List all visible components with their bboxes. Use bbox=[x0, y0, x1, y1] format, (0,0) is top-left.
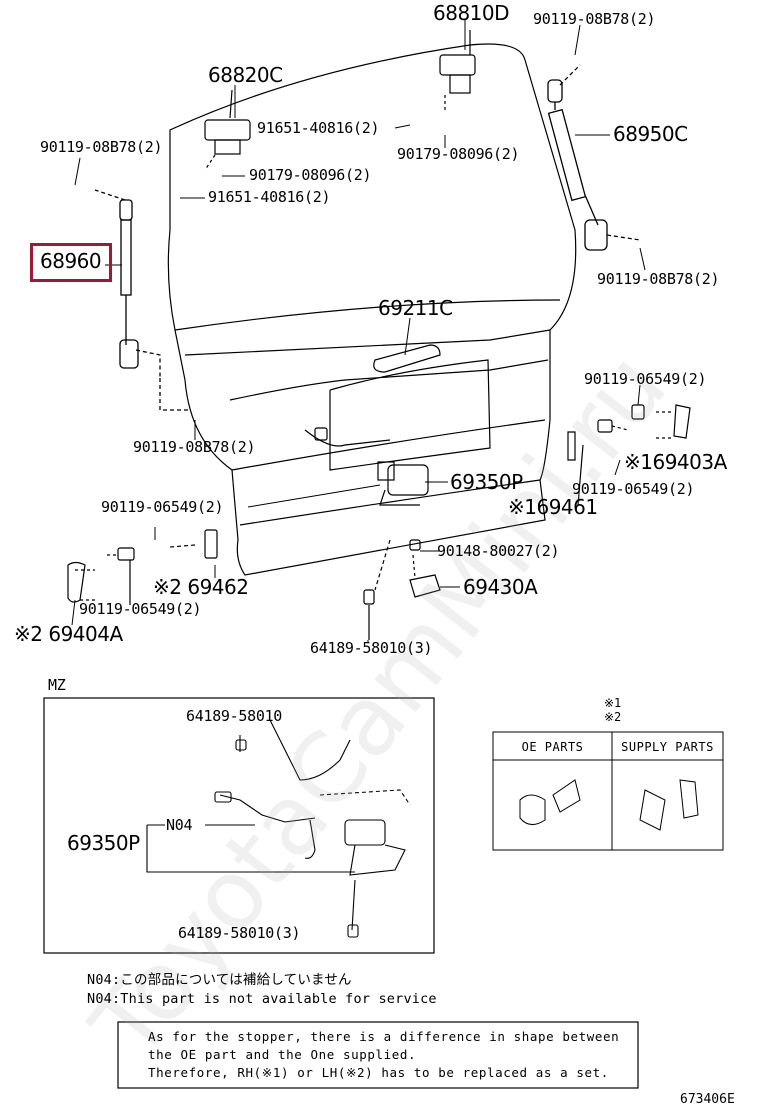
plate-recess bbox=[329, 359, 491, 471]
label-69350P[interactable]: 69350P bbox=[450, 470, 523, 494]
label-90119-06549-left[interactable]: 90119-06549(2) bbox=[101, 498, 224, 516]
leader-lines bbox=[71, 20, 646, 642]
label-91651-40816-b[interactable]: 91651-40816(2) bbox=[208, 188, 331, 206]
label-69462[interactable]: ※2 69462 bbox=[153, 575, 249, 599]
hinge-left bbox=[204, 89, 251, 171]
table-mark-1: ※1 bbox=[604, 696, 622, 710]
note-box-line-1: As for the stopper, there is a differenc… bbox=[148, 1029, 620, 1044]
label-91651-40816-a[interactable]: 91651-40816(2) bbox=[257, 119, 380, 137]
door-panel-line-1 bbox=[184, 329, 551, 356]
label-90119-06549-left-2[interactable]: 90119-06549(2) bbox=[79, 600, 202, 618]
label-90119-08B78-top-left[interactable]: 90119-08B78(2) bbox=[40, 138, 163, 156]
inset-art bbox=[146, 719, 411, 938]
parts-table bbox=[492, 731, 724, 851]
note-n04-japanese: N04:この部品については補給していません bbox=[87, 972, 352, 988]
inset-frame bbox=[43, 697, 435, 954]
door-panel-line-2 bbox=[229, 359, 549, 401]
inset-label-64189-58010-3[interactable]: 64189-58010(3) bbox=[178, 924, 301, 942]
note-n04-english: N04:This part is not available for servi… bbox=[87, 991, 437, 1007]
table-mark-2: ※2 bbox=[604, 710, 622, 724]
label-69461[interactable]: ※169461 bbox=[508, 495, 598, 519]
hinge-right bbox=[439, 30, 476, 110]
back-door-outline bbox=[167, 43, 577, 576]
label-90119-08B78-right[interactable]: 90119-08B78(2) bbox=[597, 270, 720, 288]
label-68820C[interactable]: 68820C bbox=[208, 63, 283, 87]
label-90119-08B78-top-right[interactable]: 90119-08B78(2) bbox=[533, 10, 656, 28]
inset-label-69350P[interactable]: 69350P bbox=[67, 831, 140, 855]
label-69430A[interactable]: 69430A bbox=[463, 575, 538, 599]
inset-label-64189-58010[interactable]: 64189-58010 bbox=[186, 707, 283, 725]
label-90119-06549-right[interactable]: 90119-06549(2) bbox=[584, 370, 707, 388]
door-panel-line-4 bbox=[239, 479, 541, 526]
selected-part-highlight bbox=[30, 243, 112, 282]
lower-components bbox=[67, 404, 691, 640]
back-door-lock bbox=[377, 461, 429, 506]
label-64189-58010[interactable]: 64189-58010(3) bbox=[310, 639, 433, 657]
back-door-handle bbox=[304, 344, 441, 447]
inset-label-n04: N04 bbox=[166, 816, 193, 834]
note-box-line-2: the OE part and the One supplied. bbox=[148, 1047, 417, 1062]
note-box bbox=[117, 1021, 639, 1089]
label-90179-08096-a[interactable]: 90179-08096(2) bbox=[249, 166, 372, 184]
diagram-id: 673406E bbox=[680, 1092, 735, 1107]
left-stay bbox=[94, 189, 190, 411]
table-header-oe-parts: OE PARTS bbox=[521, 740, 584, 754]
label-90119-08B78-left[interactable]: 90119-08B78(2) bbox=[133, 438, 256, 456]
note-box-line-3: Therefore, RH(※1) or LH(※2) has to be re… bbox=[148, 1065, 609, 1080]
label-68810D[interactable]: 68810D bbox=[433, 1, 510, 25]
label-90179-08096-b[interactable]: 90179-08096(2) bbox=[397, 145, 520, 163]
table-header-supply-parts: SUPPLY PARTS bbox=[621, 740, 714, 754]
door-panel-line-3 bbox=[231, 419, 546, 471]
label-90148-80027[interactable]: 90148-80027(2) bbox=[437, 542, 560, 560]
right-stay bbox=[547, 64, 641, 251]
label-69403A[interactable]: ※169403A bbox=[624, 450, 727, 474]
label-90119-06549-right-2[interactable]: 90119-06549(2) bbox=[572, 480, 695, 498]
label-68960[interactable]: 68960 bbox=[40, 249, 102, 273]
label-68950C[interactable]: 68950C bbox=[613, 122, 688, 146]
window-line bbox=[174, 299, 561, 331]
label-69404A[interactable]: ※2 69404A bbox=[14, 622, 123, 646]
note-box-text: As for the stopper, there is a differenc… bbox=[148, 1028, 619, 1082]
label-69211C[interactable]: 69211C bbox=[378, 296, 453, 320]
inset-title: MZ bbox=[48, 676, 66, 694]
